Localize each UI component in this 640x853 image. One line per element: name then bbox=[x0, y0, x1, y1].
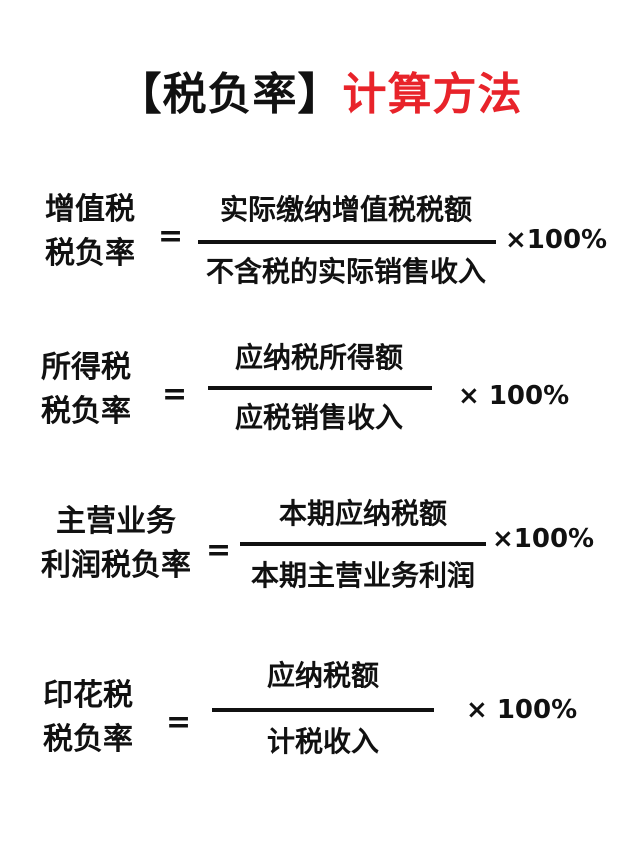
formula-label: 增值税 税负率 bbox=[30, 188, 150, 276]
title-main: 税负率 bbox=[162, 69, 298, 120]
equals-sign: = bbox=[206, 533, 232, 568]
page-title: 【税负率】计算方法 bbox=[0, 58, 640, 122]
title-accent: 计算方法 bbox=[342, 69, 523, 120]
label-line2: 税负率 bbox=[41, 394, 131, 429]
multiplier: ×100% bbox=[492, 524, 595, 554]
label-line1: 主营业务 bbox=[56, 504, 176, 539]
denominator: 不含税的实际销售收入 bbox=[205, 255, 486, 288]
label-line2: 税负率 bbox=[45, 236, 135, 271]
multiplier: × 100% bbox=[466, 695, 578, 725]
equals-sign: = bbox=[158, 219, 184, 254]
numerator: 应纳税额 bbox=[266, 659, 379, 692]
numerator: 本期应纳税额 bbox=[278, 497, 447, 530]
fraction-bar bbox=[212, 708, 434, 712]
label-line2: 税负率 bbox=[43, 722, 133, 757]
formula-income-tax: 所得税 税负率 = 应纳税所得额 应税销售收入 × 100% bbox=[0, 330, 640, 460]
label-line2: 利润税负率 bbox=[41, 548, 191, 583]
denominator: 应税销售收入 bbox=[234, 401, 403, 434]
fraction-bar bbox=[240, 542, 486, 546]
formula-label: 印花税 税负率 bbox=[28, 674, 148, 762]
label-line1: 所得税 bbox=[41, 350, 131, 385]
equals-sign: = bbox=[166, 705, 192, 740]
formula-stamp-duty: 印花税 税负率 = 应纳税额 计税收入 × 100% bbox=[0, 650, 640, 780]
denominator: 计税收入 bbox=[266, 725, 379, 758]
formula-label: 主营业务 利润税负率 bbox=[36, 500, 196, 588]
label-line1: 印花税 bbox=[43, 678, 133, 713]
numerator: 应纳税所得额 bbox=[234, 341, 403, 374]
title-bracket-open: 【 bbox=[117, 69, 163, 120]
fraction-bar bbox=[198, 240, 496, 244]
equals-sign: = bbox=[162, 377, 188, 412]
denominator: 本期主营业务利润 bbox=[250, 559, 475, 592]
label-line1: 增值税 bbox=[45, 192, 135, 227]
formula-label: 所得税 税负率 bbox=[26, 346, 146, 434]
fraction-bar bbox=[208, 386, 432, 390]
formula-main-business: 主营业务 利润税负率 = 本期应纳税额 本期主营业务利润 ×100% bbox=[0, 488, 640, 618]
multiplier: ×100% bbox=[505, 225, 608, 255]
multiplier: × 100% bbox=[458, 381, 570, 411]
title-bracket-close: 】 bbox=[297, 69, 343, 120]
formula-vat: 增值税 税负率 = 实际缴纳增值税税额 不含税的实际销售收入 ×100% bbox=[0, 180, 640, 310]
numerator: 实际缴纳增值税税额 bbox=[219, 193, 472, 226]
